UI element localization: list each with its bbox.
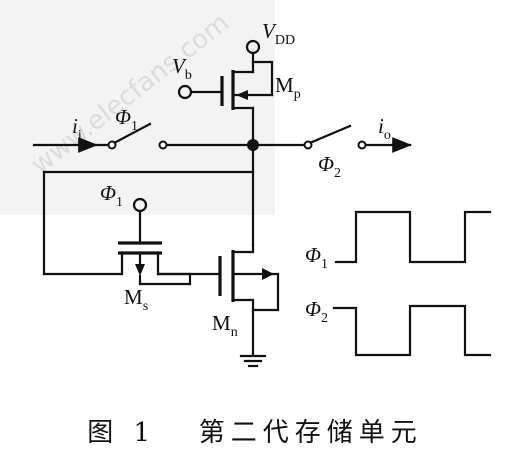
current-memory-cell-schematic: www.elecfans.com VDD Mp: [0, 0, 492, 368]
mp-label: Mp: [275, 73, 301, 102]
phi1-gate-terminal: [132, 197, 148, 245]
feedback-loop: [42, 170, 255, 276]
phi2-switch-label: Φ2: [318, 152, 341, 181]
phi1-input-switch: [114, 122, 255, 150]
phi2-output-switch: [251, 124, 412, 153]
vb-label: Vb: [172, 54, 192, 83]
figure-title: 第二代存储单元: [198, 418, 423, 448]
io-label: io: [378, 114, 391, 143]
phi1-waveform: [334, 210, 492, 264]
phi1-gate-label: Φ1: [100, 181, 123, 210]
phi1-wave-label: Φ1: [305, 243, 328, 272]
watermark-shade: [0, 0, 275, 215]
phi2-waveform: [332, 304, 492, 357]
phi2-wave-label: Φ2: [305, 297, 328, 326]
nmos-ms: [118, 241, 222, 286]
vdd-terminal: [245, 39, 261, 64]
phi1-switch-label: Φ1: [115, 105, 138, 134]
figure-number: 图 1: [87, 418, 156, 448]
ms-label: Ms: [124, 285, 148, 314]
ground-symbol: [239, 354, 267, 368]
pmos-mp: [220, 60, 274, 147]
vb-terminal: [177, 84, 224, 100]
mn-label: Mn: [212, 311, 238, 340]
nmos-mn: [218, 243, 280, 357]
vdd-label: VDD: [262, 19, 295, 48]
ii-label: ii: [72, 114, 82, 143]
figure-caption: 图 1 第二代存储单元: [0, 412, 510, 449]
input-line: [32, 137, 117, 153]
